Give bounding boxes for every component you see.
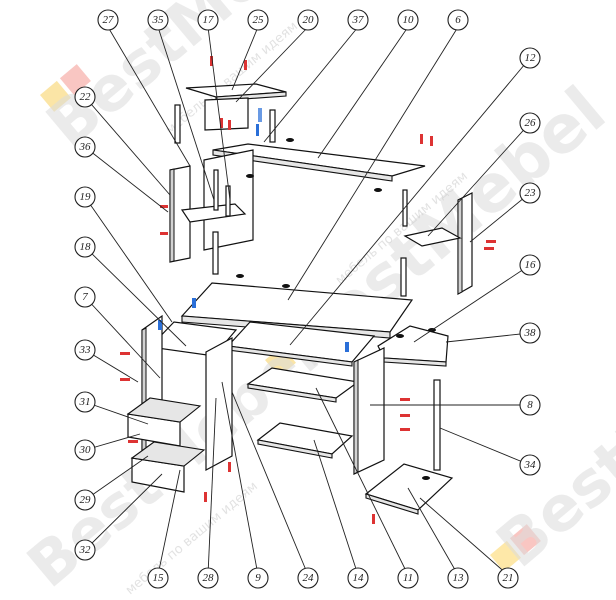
callout-21[interactable]: 21 (497, 567, 519, 589)
callout-6[interactable]: 6 (447, 9, 469, 31)
callout-30[interactable]: 30 (74, 439, 96, 461)
callout-11[interactable]: 11 (397, 567, 419, 589)
callout-13-label: 13 (453, 572, 465, 584)
callout-12-label: 12 (525, 52, 537, 64)
callout-37-label: 37 (352, 14, 365, 26)
callout-23[interactable]: 23 (519, 182, 541, 204)
callout-17-label: 17 (203, 14, 215, 26)
callout-36[interactable]: 36 (74, 136, 96, 158)
callout-34[interactable]: 34 (519, 454, 541, 476)
callout-38[interactable]: 38 (519, 322, 541, 344)
callout-24[interactable]: 24 (297, 567, 319, 589)
callout-29[interactable]: 29 (74, 489, 96, 511)
leg (433, 379, 441, 471)
callout-20-label: 20 (303, 14, 315, 26)
parts (126, 83, 473, 515)
watermark-logo (490, 524, 541, 572)
callout-7[interactable]: 7 (74, 286, 96, 308)
callout-9[interactable]: 9 (247, 567, 269, 589)
callout-20[interactable]: 20 (297, 9, 319, 31)
callout-12[interactable]: 12 (519, 47, 541, 69)
callout-19-label: 19 (80, 191, 92, 203)
callout-8[interactable]: 8 (519, 394, 541, 416)
right-small-shelf (403, 227, 462, 247)
callout-37[interactable]: 37 (347, 9, 369, 31)
callout-11-label: 11 (403, 572, 413, 584)
callout-33[interactable]: 33 (74, 339, 96, 361)
callout-16-label: 16 (525, 259, 537, 271)
callout-33-label: 33 (79, 344, 92, 356)
callout-27[interactable]: 27 (97, 9, 119, 31)
callout-13[interactable]: 13 (447, 567, 469, 589)
callout-16[interactable]: 16 (519, 254, 541, 276)
callout-23-label: 23 (525, 187, 537, 199)
callout-19[interactable]: 19 (74, 186, 96, 208)
floor-base (364, 463, 454, 511)
pedestal-side-right (205, 336, 233, 472)
callout-14[interactable]: 14 (347, 567, 369, 589)
callout-25[interactable]: 25 (247, 9, 269, 31)
callout-10-label: 10 (403, 14, 415, 26)
shelf-front-panel (204, 97, 249, 131)
callout-22-label: 22 (80, 91, 92, 103)
callout-10[interactable]: 10 (397, 9, 419, 31)
callout-14-label: 14 (353, 572, 365, 584)
callout-30-label: 30 (79, 444, 92, 456)
callout-32[interactable]: 32 (74, 539, 96, 561)
callout-36-label: 36 (79, 141, 92, 153)
callout-32-label: 32 (79, 544, 92, 556)
callout-15-label: 15 (153, 572, 165, 584)
callout-35[interactable]: 35 (147, 9, 169, 31)
callout-6-label: 6 (455, 14, 461, 26)
watermark-brand: BestMebel (483, 289, 616, 581)
callout-22[interactable]: 22 (74, 86, 96, 108)
callout-27-label: 27 (103, 14, 115, 26)
callout-31[interactable]: 31 (74, 391, 96, 413)
callout-34-label: 34 (524, 459, 537, 471)
callout-8-label: 8 (527, 399, 533, 411)
callout-28-label: 28 (203, 572, 215, 584)
leader-lines (84, 26, 531, 576)
callout-29-label: 29 (80, 494, 92, 506)
callout-24-label: 24 (303, 572, 315, 584)
callout-9-label: 9 (255, 572, 261, 584)
callout-38-label: 38 (524, 327, 537, 339)
callout-15[interactable]: 15 (147, 567, 169, 589)
callout-17[interactable]: 17 (197, 9, 219, 31)
callout-26-label: 26 (525, 117, 537, 129)
callout-18-label: 18 (80, 241, 92, 253)
callouts: 27 35 17 25 20 37 10 6 22 36 19 18 7 33 … (74, 9, 541, 589)
callout-28[interactable]: 28 (197, 567, 219, 589)
callout-35-label: 35 (152, 14, 165, 26)
callout-18[interactable]: 18 (74, 236, 96, 258)
callout-25-label: 25 (253, 14, 265, 26)
hardware (120, 56, 496, 524)
callout-31-label: 31 (79, 396, 91, 408)
callout-26[interactable]: 26 (519, 112, 541, 134)
callout-7-label: 7 (82, 291, 88, 303)
callout-21-label: 21 (503, 572, 514, 584)
